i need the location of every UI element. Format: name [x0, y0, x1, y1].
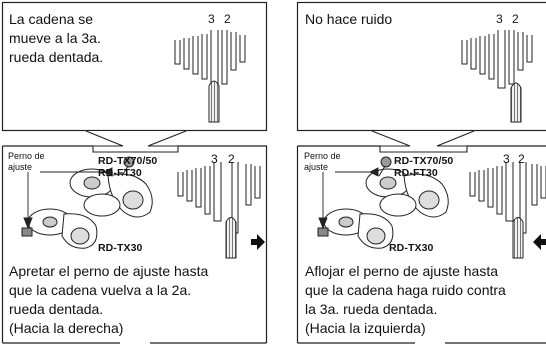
left-bolt-label-line-1: Perno de: [8, 151, 45, 161]
right-bolt-label-line-2: ajuste: [304, 162, 329, 172]
left-top-sprocket-3: 3: [208, 12, 215, 26]
right-panel: [296, 1, 546, 344]
left-bottom-line-4: (Hacia la derecha): [9, 320, 124, 336]
right-top-sprockets: [461, 30, 533, 89]
right-top-pulley: [510, 82, 522, 123]
left-derailleur-drawing: [21, 156, 153, 249]
right-bottom-line-3: la 3a. rueda dentada.: [305, 301, 438, 317]
left-bottom-pulley: [225, 217, 237, 259]
right-bolt-label-line-1: Perno de: [304, 151, 341, 161]
left-top-caption: La cadena se mueve a la 3a. rueda dentad…: [9, 10, 103, 67]
right-model-upper: RD-TX70/50 RD-FT30: [394, 155, 453, 179]
left-model-upper-1: RD-TX70/50: [98, 155, 158, 167]
right-top-sprocket-3: 3: [496, 12, 503, 26]
left-top-sprocket-2: 2: [224, 12, 231, 26]
right-bottom-sprocket-2: 2: [518, 152, 525, 166]
left-bottom-box: [1, 145, 268, 344]
right-model-lower: RD-TX30: [389, 242, 434, 254]
right-bottom-line-2: que la cadena haga ruido contra: [305, 282, 506, 298]
right-top-line-1: No hace ruido: [305, 11, 393, 27]
left-bolt-label-line-2: ajuste: [8, 162, 33, 172]
right-bolt-label: Perno de ajuste: [304, 151, 341, 173]
right-bottom-caption: Aflojar el perno de ajuste hasta que la …: [305, 262, 506, 338]
left-bolt-label: Perno de ajuste: [8, 151, 45, 173]
right-bottom-pulley: [512, 217, 524, 259]
right-model-upper-2: RD-FT30: [394, 167, 438, 179]
right-bottom-line-4: (Hacia la izquierda): [305, 320, 426, 336]
left-top-line-2: mueve a la 3a.: [9, 30, 101, 46]
left-bottom-sprocket-3: 3: [211, 152, 218, 166]
right-bottom-sprocket-3: 3: [503, 152, 510, 166]
left-bottom-caption: Apretar el perno de ajuste hasta que la …: [9, 262, 208, 338]
right-connector: [371, 130, 475, 153]
left-arrow-icon: [533, 234, 546, 250]
left-top-pulley: [208, 80, 220, 123]
right-bottom-box: [296, 145, 546, 344]
left-model-upper: RD-TX70/50 RD-FT30: [98, 155, 157, 179]
left-bottom-line-3: rueda dentada.: [9, 301, 104, 317]
left-top-line-3: rueda dentada.: [9, 49, 104, 65]
right-bottom-sprockets: [469, 162, 546, 234]
right-top-box: [296, 1, 546, 132]
right-model-upper-1: RD-TX70/50: [394, 155, 454, 167]
left-model-lower: RD-TX30: [98, 242, 143, 254]
left-top-box: [1, 1, 268, 132]
right-arrow-icon: [251, 234, 265, 250]
left-panel: [1, 1, 268, 344]
left-top-sprockets: [174, 30, 246, 89]
left-bottom-line-2: que la cadena vuelva a la 2a.: [9, 282, 192, 298]
left-bottom-sprockets: [177, 162, 261, 234]
left-leader-lines: [23, 167, 113, 230]
right-top-sprocket-2: 2: [512, 12, 519, 26]
left-bottom-sprocket-2: 2: [228, 152, 235, 166]
right-top-caption: No hace ruido: [305, 10, 392, 29]
left-connector: [85, 130, 187, 153]
left-model-upper-2: RD-FT30: [98, 167, 142, 179]
left-top-line-1: La cadena se: [9, 11, 94, 27]
right-bottom-line-1: Aflojar el perno de ajuste hasta: [305, 263, 499, 279]
left-bottom-line-1: Apretar el perno de ajuste hasta: [9, 263, 209, 279]
right-leader-lines: [318, 167, 379, 230]
